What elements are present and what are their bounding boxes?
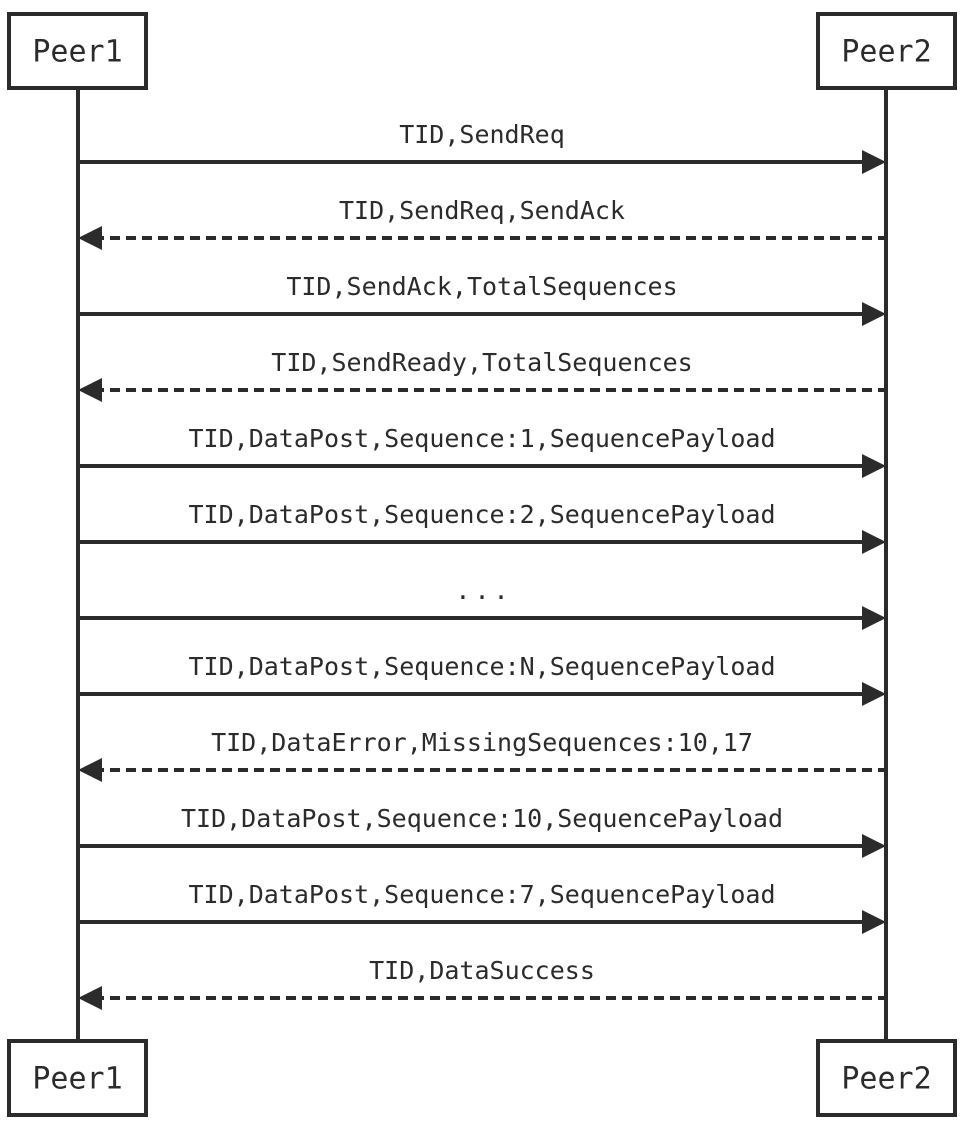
message-1-label: TID,SendReq <box>399 120 565 149</box>
message-8-arrowhead-right-icon <box>862 682 886 706</box>
message-6-label: TID,DataPost,Sequence:2,SequencePayload <box>189 500 776 529</box>
actor-label-peer1-bottom: Peer1 <box>32 1062 122 1097</box>
message-6-arrowhead-right-icon <box>862 530 886 554</box>
actor-footer-peer1[interactable]: Peer1 <box>7 1039 148 1117</box>
message-3[interactable]: TID,SendAck,TotalSequences <box>78 272 886 326</box>
message-10-label: TID,DataPost,Sequence:10,SequencePayload <box>181 804 783 833</box>
message-10-arrowhead-right-icon <box>862 834 886 858</box>
message-2-label: TID,SendReq,SendAck <box>339 196 625 225</box>
message-2[interactable]: TID,SendReq,SendAck <box>78 196 886 250</box>
message-7[interactable]: ... <box>78 576 886 630</box>
message-8[interactable]: TID,DataPost,Sequence:N,SequencePayload <box>78 652 886 706</box>
message-1-arrowhead-right-icon <box>862 150 886 174</box>
message-5-arrowhead-right-icon <box>862 454 886 478</box>
message-6[interactable]: TID,DataPost,Sequence:2,SequencePayload <box>78 500 886 554</box>
message-10[interactable]: TID,DataPost,Sequence:10,SequencePayload <box>78 804 886 858</box>
actor-box-peer1-top[interactable] <box>7 12 148 90</box>
actor-header-peer2[interactable]: Peer2 <box>816 12 957 90</box>
message-4-label: TID,SendReady,TotalSequences <box>271 348 692 377</box>
actor-box-peer2-bottom[interactable] <box>816 1039 957 1117</box>
actor-footer-peer2[interactable]: Peer2 <box>816 1039 957 1117</box>
message-5[interactable]: TID,DataPost,Sequence:1,SequencePayload <box>78 424 886 478</box>
actor-label-peer2-bottom: Peer2 <box>841 1062 931 1097</box>
actor-label-peer2-top: Peer2 <box>841 35 931 70</box>
actor-box-peer1-bottom[interactable] <box>7 1039 148 1117</box>
message-3-arrowhead-right-icon <box>862 302 886 326</box>
actor-label-peer1-top: Peer1 <box>32 35 122 70</box>
message-3-label: TID,SendAck,TotalSequences <box>286 272 677 301</box>
message-7-label: ... <box>455 576 512 605</box>
lifelines <box>76 88 888 1041</box>
message-9[interactable]: TID,DataError,MissingSequences:10,17 <box>78 728 886 782</box>
message-5-label: TID,DataPost,Sequence:1,SequencePayload <box>189 424 776 453</box>
message-12-label: TID,DataSuccess <box>369 956 595 985</box>
message-11-arrowhead-right-icon <box>862 910 886 934</box>
message-4[interactable]: TID,SendReady,TotalSequences <box>78 348 886 402</box>
actor-header-peer1[interactable]: Peer1 <box>7 12 148 90</box>
message-11-label: TID,DataPost,Sequence:7,SequencePayload <box>189 880 776 909</box>
message-7-arrowhead-right-icon <box>862 606 886 630</box>
message-1[interactable]: TID,SendReq <box>78 120 886 174</box>
actor-box-peer2-top[interactable] <box>816 12 957 90</box>
message-9-label: TID,DataError,MissingSequences:10,17 <box>211 728 753 757</box>
message-12-arrowhead-left-icon <box>78 986 102 1010</box>
message-4-arrowhead-left-icon <box>78 378 102 402</box>
message-11[interactable]: TID,DataPost,Sequence:7,SequencePayload <box>78 880 886 934</box>
message-9-arrowhead-left-icon <box>78 758 102 782</box>
message-2-arrowhead-left-icon <box>78 226 102 250</box>
message-8-label: TID,DataPost,Sequence:N,SequencePayload <box>189 652 776 681</box>
message-12[interactable]: TID,DataSuccess <box>78 956 886 1010</box>
